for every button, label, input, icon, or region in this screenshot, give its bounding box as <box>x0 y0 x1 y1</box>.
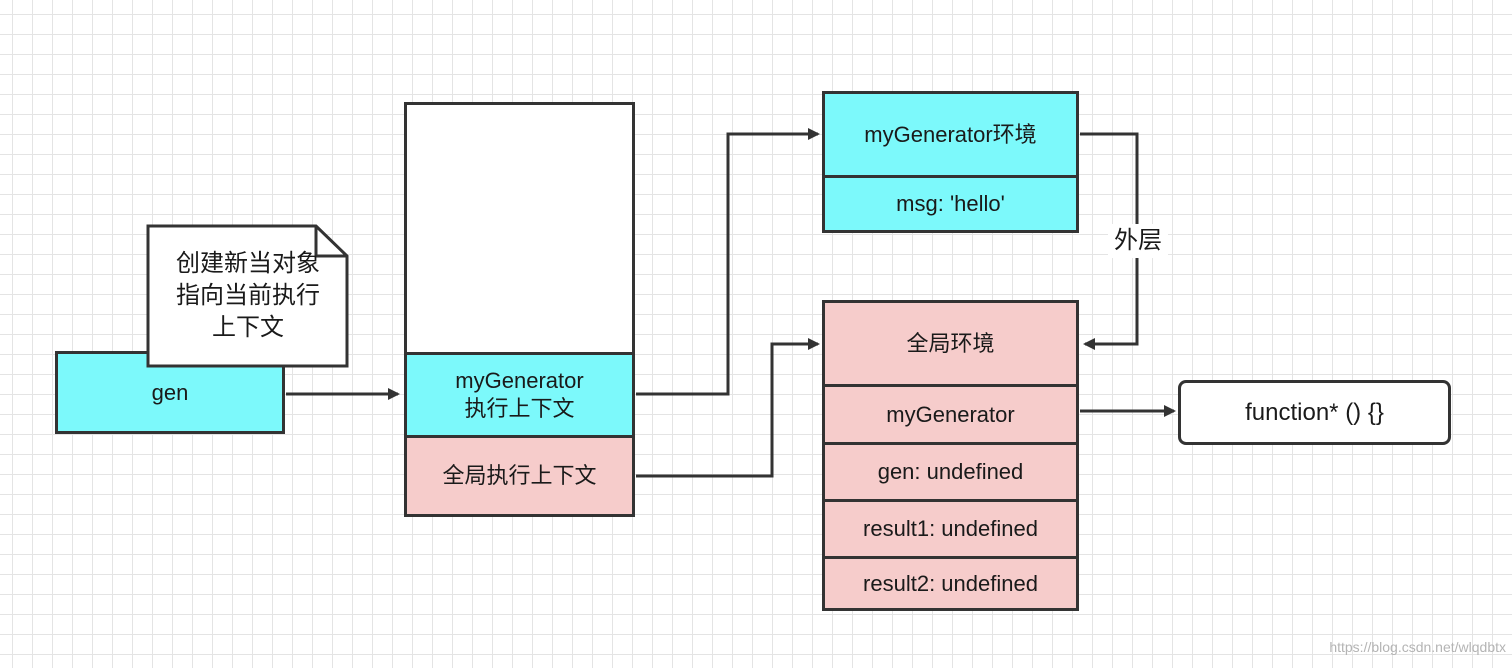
function-box: function* () {} <box>1178 380 1451 445</box>
generator-env: myGenerator环境 msg: 'hello' <box>822 91 1079 233</box>
outer-label: 外层 <box>1108 224 1168 258</box>
stack-item-global-context: 全局执行上下文 <box>407 435 632 514</box>
watermark: https://blog.csdn.net/wlqdbtx <box>1329 639 1506 655</box>
function-label: function* () {} <box>1245 398 1384 426</box>
stack-item-mygenerator-context: myGenerator 执行上下文 <box>407 352 632 435</box>
global-env-var: myGenerator <box>825 384 1076 442</box>
global-env-title-text: 全局环境 <box>906 330 995 356</box>
generator-env-title-text: myGenerator环境 <box>864 121 1037 147</box>
global-env-var-text: myGenerator <box>886 401 1015 427</box>
global-env-var: result2: undefined <box>825 556 1076 608</box>
global-env-var: result1: undefined <box>825 499 1076 556</box>
global-env-var-text: gen: undefined <box>877 459 1024 484</box>
note-line: 创建新当对象 <box>176 250 320 277</box>
note-line: 指向当前执行 <box>176 282 320 309</box>
gen-label: gen <box>151 379 189 405</box>
global-env-var-text: result2: undefined <box>863 570 1038 596</box>
stack-item-label: 全局执行上下文 <box>442 463 597 488</box>
generator-env-var: msg: 'hello' <box>825 175 1076 230</box>
global-env: 全局环境 myGenerator gen: undefined result1:… <box>822 300 1079 611</box>
note-text: 创建新当对象 指向当前执行 上下文 <box>150 248 346 344</box>
note-line: 上下文 <box>212 314 284 341</box>
global-env-var: gen: undefined <box>825 442 1076 499</box>
stack-to-generator-env-arrow <box>636 128 820 396</box>
execution-stack: myGenerator 执行上下文 全局执行上下文 <box>404 102 635 517</box>
generator-env-title: myGenerator环境 <box>825 94 1076 175</box>
stack-to-global-env-arrow <box>636 338 820 478</box>
stack-item-label: myGenerator <box>455 368 584 393</box>
global-env-title: 全局环境 <box>825 303 1076 384</box>
global-env-var-text: result1: undefined <box>863 516 1038 541</box>
stack-item-label: 执行上下文 <box>464 396 575 421</box>
generator-env-var-text: msg: 'hello' <box>896 191 1005 216</box>
